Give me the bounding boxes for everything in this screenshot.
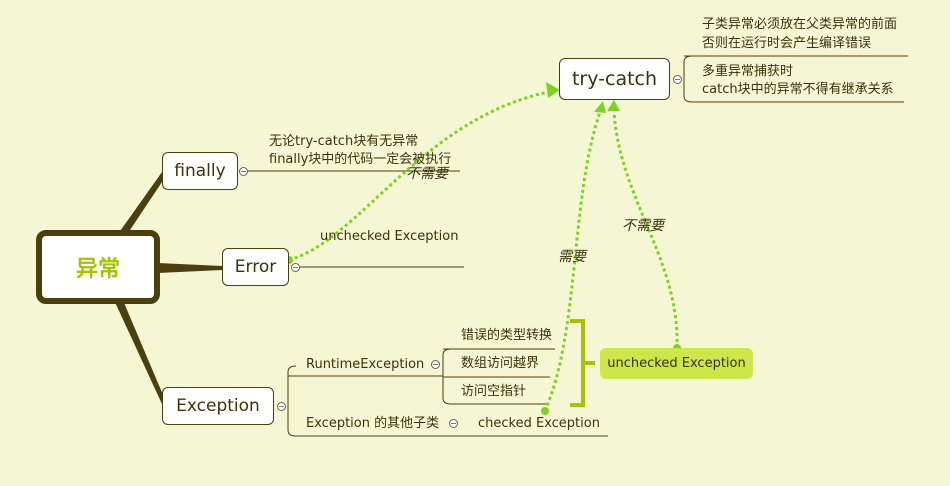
relation-label-checked[interactable]: 需要 <box>558 249 586 265</box>
topic-finally-label: finally <box>174 161 226 181</box>
relation-endpoint <box>541 407 549 415</box>
collapse-toggle-finally[interactable] <box>239 167 248 176</box>
relation-checked-trycatch <box>543 111 602 412</box>
root-topic-label: 异常 <box>75 257 120 282</box>
collapse-toggle-exception[interactable] <box>277 402 286 411</box>
summary-unchecked-exception[interactable]: unchecked Exception <box>600 348 753 379</box>
trycatch-notes-bracket <box>683 55 904 103</box>
collapse-toggle-others[interactable] <box>449 419 458 428</box>
trycatch-note-2-line-2: catch块中的异常不得有继承关系 <box>702 82 894 97</box>
relation-arrowhead <box>607 100 620 111</box>
trycatch-note-1-line-2: 否则在运行时会产生编译错误 <box>702 36 872 51</box>
topic-error[interactable]: Error <box>222 248 289 286</box>
relation-error-trycatch <box>288 90 549 262</box>
runtime-children-bracket <box>442 348 548 405</box>
exception-subtree-bracket <box>287 365 608 437</box>
finally-note-line-2: finally块中的代码一定会被执行 <box>269 152 452 167</box>
checked-exception-topic[interactable]: checked Exception <box>478 416 600 431</box>
runtime-exception-topic[interactable]: RuntimeException <box>306 357 425 372</box>
trycatch-note-2-line-1: 多重异常捕获时 <box>702 64 794 79</box>
root-topic[interactable]: 异常 <box>36 230 160 304</box>
topic-error-label: Error <box>234 257 277 277</box>
topic-finally[interactable]: finally <box>162 152 238 190</box>
topic-try-catch-label: try-catch <box>571 68 658 90</box>
topic-exception[interactable]: Exception <box>162 387 274 425</box>
relation-arrowhead <box>546 82 560 98</box>
branch-root-exception <box>114 298 166 404</box>
branch-root-error <box>158 263 222 273</box>
error-child-unchecked-exception[interactable]: unchecked Exception <box>320 229 459 244</box>
branch-root-finally <box>118 172 166 236</box>
collapse-toggle-runtime[interactable] <box>431 360 440 369</box>
relation-arrowhead <box>594 101 606 113</box>
relation-label-error[interactable]: 不需要 <box>406 166 448 182</box>
runtime-child-1[interactable]: 错误的类型转换 <box>461 328 553 343</box>
finally-note-line-1: 无论try-catch块有无异常 <box>269 134 419 149</box>
collapse-toggle-try-catch[interactable] <box>673 75 682 84</box>
topic-exception-label: Exception <box>176 396 260 416</box>
runtime-child-2[interactable]: 数组访问越界 <box>461 356 540 371</box>
topic-try-catch[interactable]: try-catch <box>559 58 670 100</box>
summary-label: unchecked Exception <box>607 356 746 371</box>
other-exceptions-topic[interactable]: Exception 的其他子类 <box>306 416 440 431</box>
collapse-toggle-error[interactable] <box>291 263 300 272</box>
relation-label-unchecked[interactable]: 不需要 <box>622 218 664 234</box>
runtime-child-3[interactable]: 访问空指针 <box>461 384 527 399</box>
summary-bracket <box>570 319 595 407</box>
trycatch-note-1-line-1: 子类异常必须放在父类异常的前面 <box>702 17 898 32</box>
relation-unchecked-trycatch <box>612 111 679 349</box>
